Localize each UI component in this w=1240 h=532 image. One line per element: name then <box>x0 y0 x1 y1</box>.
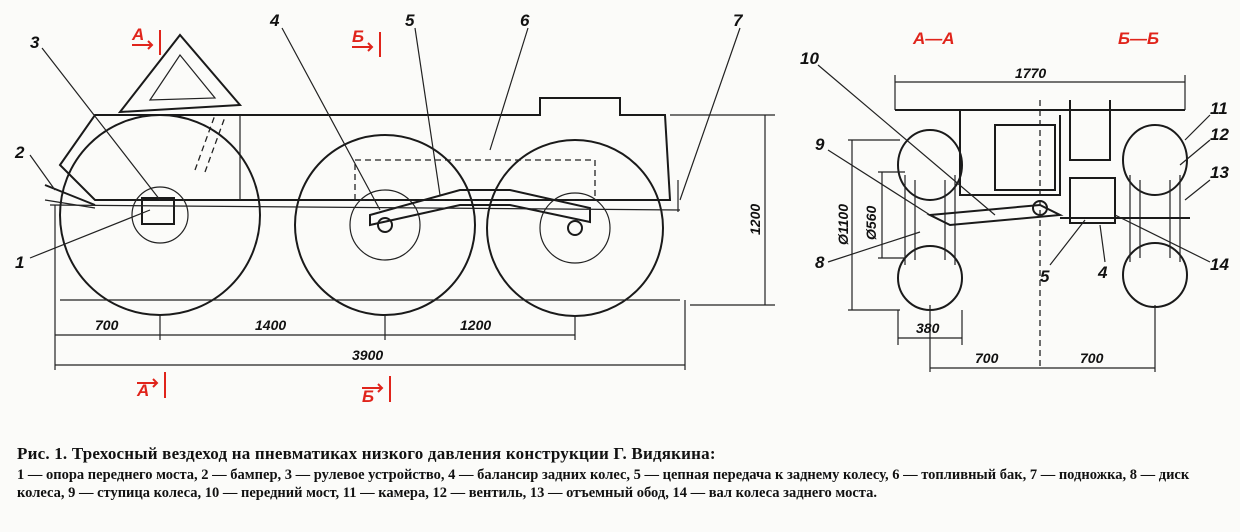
svg-text:700: 700 <box>95 317 119 333</box>
tire-upper-right <box>1122 124 1188 196</box>
svg-text:А: А <box>136 381 149 400</box>
vehicle-drawing: 1 2 3 4 5 6 7 А Б А Б А—А Б—Б 700 1400 1… <box>14 11 1229 406</box>
svg-text:2: 2 <box>14 143 25 162</box>
front-axle <box>926 203 1064 227</box>
svg-text:1200: 1200 <box>460 317 491 333</box>
svg-text:4: 4 <box>1097 263 1108 282</box>
tire-lower-right <box>1122 242 1188 308</box>
svg-text:3: 3 <box>30 33 40 52</box>
svg-text:9: 9 <box>815 135 825 154</box>
caption-legend: 1 — опора переднего моста, 2 — бампер, 3… <box>17 467 1190 501</box>
svg-text:А—А: А—А <box>912 29 955 48</box>
section-callouts: 8 9 10 11 12 13 14 5 4 <box>800 49 1229 286</box>
svg-text:А: А <box>131 25 144 44</box>
svg-text:1200: 1200 <box>747 204 763 235</box>
svg-text:Б—Б: Б—Б <box>1118 29 1159 48</box>
rear-wheel <box>486 139 664 317</box>
body <box>58 97 672 201</box>
fuel-tank <box>354 159 596 201</box>
svg-text:10: 10 <box>800 49 819 68</box>
side-callouts: 1 2 3 4 5 6 7 <box>14 11 744 272</box>
chain-drive <box>1069 177 1116 224</box>
svg-text:1770: 1770 <box>1015 65 1046 81</box>
side-dimensions: 700 1400 1200 3900 1200 <box>54 114 775 370</box>
svg-text:12: 12 <box>1210 125 1229 144</box>
front-wheel <box>59 114 261 316</box>
cab-frame <box>117 33 243 114</box>
svg-text:14: 14 <box>1210 255 1229 274</box>
svg-text:6: 6 <box>520 11 530 30</box>
tire-upper-left <box>897 129 963 201</box>
svg-text:Б: Б <box>362 387 374 406</box>
svg-text:380: 380 <box>916 320 940 336</box>
balancer <box>369 189 591 227</box>
svg-text:Ø560: Ø560 <box>863 206 879 240</box>
svg-text:1: 1 <box>15 253 24 272</box>
svg-text:4: 4 <box>269 11 280 30</box>
svg-text:700: 700 <box>1080 350 1104 366</box>
svg-text:1400: 1400 <box>255 317 286 333</box>
svg-text:8: 8 <box>815 253 825 272</box>
svg-text:13: 13 <box>1210 163 1229 182</box>
svg-text:Б: Б <box>352 27 364 46</box>
svg-text:5: 5 <box>405 11 415 30</box>
svg-text:7: 7 <box>733 11 744 30</box>
side-view <box>29 27 741 317</box>
svg-text:700: 700 <box>975 350 999 366</box>
svg-text:5: 5 <box>1040 267 1050 286</box>
middle-wheel <box>294 134 476 316</box>
caption-title: Рис. 1. Трехосный вездеход на пневматика… <box>17 444 716 463</box>
svg-text:3900: 3900 <box>352 347 383 363</box>
figure-caption: Рис. 1. Трехосный вездеход на пневматика… <box>17 444 1227 502</box>
tire-lower-left <box>897 245 963 311</box>
svg-text:Ø1100: Ø1100 <box>835 204 851 245</box>
section-view: 1770 Ø1100 Ø560 380 700 700 <box>817 64 1211 372</box>
svg-text:11: 11 <box>1210 99 1228 118</box>
bumper <box>44 184 96 206</box>
section-marks: А Б А Б А—А Б—Б <box>131 25 1159 406</box>
